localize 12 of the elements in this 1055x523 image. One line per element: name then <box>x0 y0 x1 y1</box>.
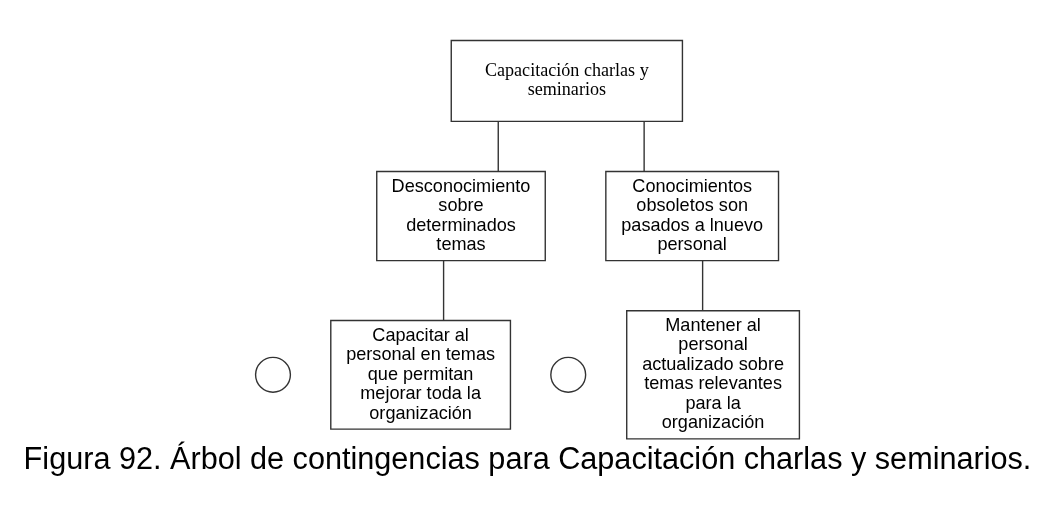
connector <box>643 120 645 172</box>
connector <box>701 259 704 311</box>
node-box: Conocimientos obsoletos son pasados a lnuevo personal <box>605 170 780 261</box>
node-box: Capacitar al personal en temas que permitan mejorar toda la organización <box>330 319 512 430</box>
connector <box>497 120 499 172</box>
node-box: Mantener al personal actualizado sobre temas relevantes para la organización <box>626 309 801 440</box>
node-circle <box>550 356 587 393</box>
connector <box>442 259 445 321</box>
node-circle <box>254 356 292 393</box>
node-box: Desconocimiento sobre determinados temas <box>376 170 546 261</box>
node-box: Capacitación charlas y seminarios <box>450 39 684 122</box>
caption: Figura 92. Árbol de contingencias para Capacitación charlas y seminarios. <box>23 440 1032 475</box>
